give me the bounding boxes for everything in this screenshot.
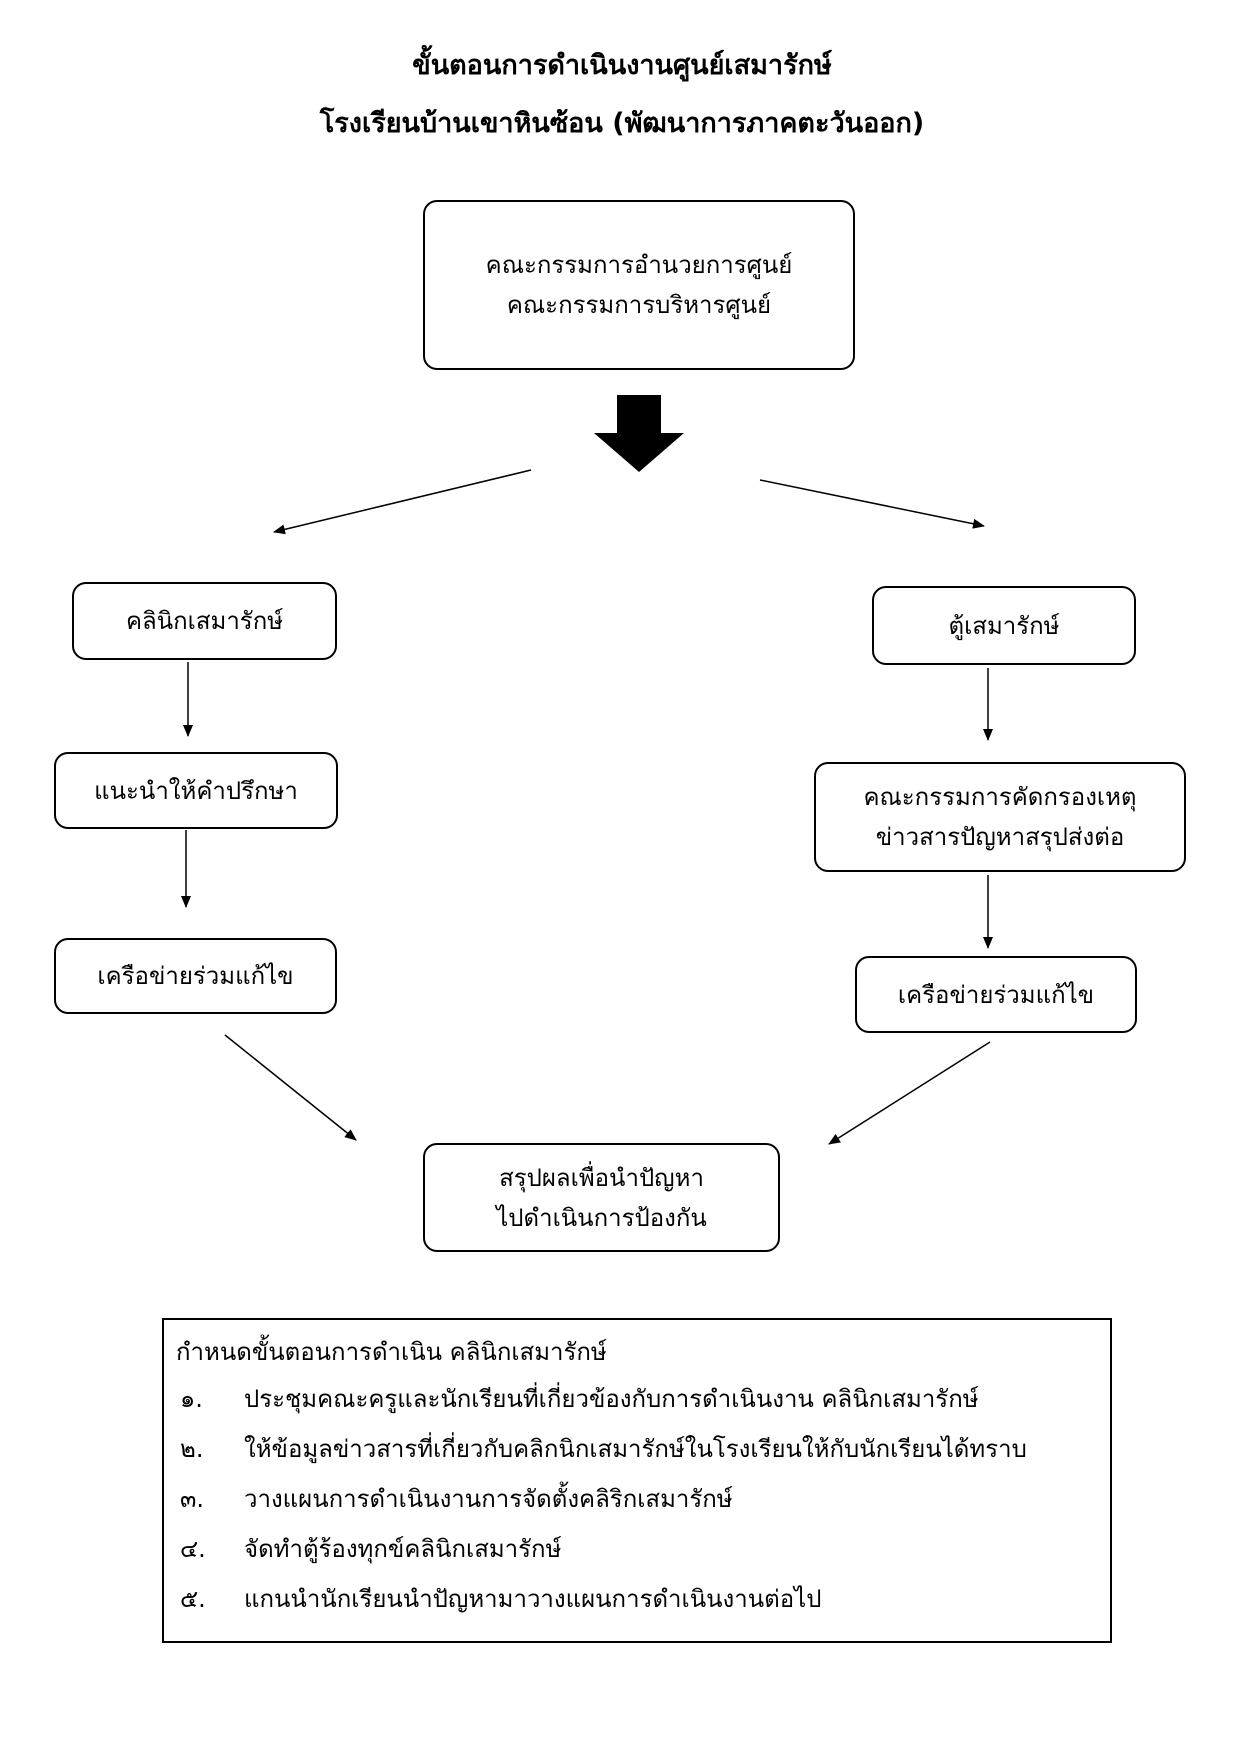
title-line-2: โรงเรียนบ้านเขาหินซ้อน (พัฒนาการภาคตะวัน… <box>319 108 925 139</box>
node-screening-line-2: ข่าวสารปัญหาสรุปส่งต่อ <box>875 823 1125 851</box>
steps-panel: กำหนดขั้นตอนการดำเนิน คลินิกเสมารักษ์ ๑.… <box>162 1318 1112 1643</box>
main-down-arrow <box>594 395 684 472</box>
node-advice: แนะนำให้คำปรึกษา <box>54 752 338 829</box>
step-text: จัดทำตู้ร้องทุกข์คลินิกเสมารักษ์ <box>244 1535 562 1563</box>
node-cabinet-label: ตู้เสมารักษ์ <box>948 611 1060 640</box>
step-text: ประชุมคณะครูและนักเรียนที่เกี่ยวข้องกับก… <box>244 1385 979 1413</box>
node-summary: สรุปผลเพื่อนำปัญหา ไปดำเนินการป้องกัน <box>423 1143 780 1252</box>
arrow-left-to-summary <box>224 1034 357 1141</box>
step-number: ๓. <box>180 1485 205 1513</box>
list-item: ๓. วางแผนการดำเนินงานการจัดตั้งคลิริกเสม… <box>178 1474 1096 1524</box>
node-top-committees: คณะกรรมการอำนวยการศูนย์ คณะกรรมการบริหาร… <box>423 200 855 370</box>
node-network-right-label: เครือข่ายร่วมแก้ไข <box>897 980 1095 1009</box>
node-clinic-label: คลินิกเสมารักษ์ <box>125 607 284 635</box>
step-number: ๔. <box>180 1535 206 1563</box>
node-screening-line-1: คณะกรรมการคัดกรองเหตุ <box>863 783 1137 811</box>
arrow-to-cabinet <box>759 479 985 529</box>
step-text: วางแผนการดำเนินงานการจัดตั้งคลิริกเสมารั… <box>244 1485 733 1513</box>
node-advice-label: แนะนำให้คำปรึกษา <box>94 776 298 805</box>
page-title: ขั้นตอนการดำเนินงานศูนย์เสมารักษ์ <box>0 46 1244 86</box>
arrow-right-to-summary <box>828 1041 991 1145</box>
step-text: แกนนำนักเรียนนำปัญหามาวางแผนการดำเนินงาน… <box>244 1585 822 1613</box>
node-summary-line-1: สรุปผลเพื่อนำปัญหา <box>499 1163 704 1192</box>
node-screening: คณะกรรมการคัดกรองเหตุ ข่าวสารปัญหาสรุปส่… <box>814 762 1186 872</box>
node-clinic: คลินิกเสมารักษ์ <box>72 582 337 660</box>
list-item: ๕. แกนนำนักเรียนนำปัญหามาวางแผนการดำเนิน… <box>178 1574 1096 1624</box>
page-subtitle: โรงเรียนบ้านเขาหินซ้อน (พัฒนาการภาคตะวัน… <box>0 104 1244 144</box>
step-number: ๕. <box>180 1585 206 1613</box>
node-network-left-label: เครือข่ายร่วมแก้ไข <box>97 962 294 990</box>
list-item: ๑. ประชุมคณะครูและนักเรียนที่เกี่ยวข้องก… <box>178 1374 1096 1424</box>
title-line-1: ขั้นตอนการดำเนินงานศูนย์เสมารักษ์ <box>412 50 832 81</box>
node-network-right: เครือข่ายร่วมแก้ไข <box>855 956 1137 1033</box>
node-cabinet: ตู้เสมารักษ์ <box>872 586 1136 665</box>
node-top-line-2: คณะกรรมการบริหารศูนย์ <box>506 291 772 319</box>
step-text: ให้ข้อมูลข่าวสารที่เกี่ยวกับคลิกนิกเสมาร… <box>244 1435 1027 1463</box>
list-item: ๒. ให้ข้อมูลข่าวสารที่เกี่ยวกับคลิกนิกเส… <box>178 1424 1096 1474</box>
step-number: ๑. <box>180 1385 203 1413</box>
node-summary-line-2: ไปดำเนินการป้องกัน <box>496 1203 707 1232</box>
arrow-to-clinic <box>273 469 532 535</box>
node-network-left: เครือข่ายร่วมแก้ไข <box>54 938 337 1014</box>
list-item: ๔. จัดทำตู้ร้องทุกข์คลินิกเสมารักษ์ <box>178 1524 1096 1574</box>
steps-heading: กำหนดขั้นตอนการดำเนิน คลินิกเสมารักษ์ <box>176 1338 607 1366</box>
step-number: ๒. <box>180 1435 204 1463</box>
node-top-line-1: คณะกรรมการอำนวยการศูนย์ <box>485 251 793 279</box>
